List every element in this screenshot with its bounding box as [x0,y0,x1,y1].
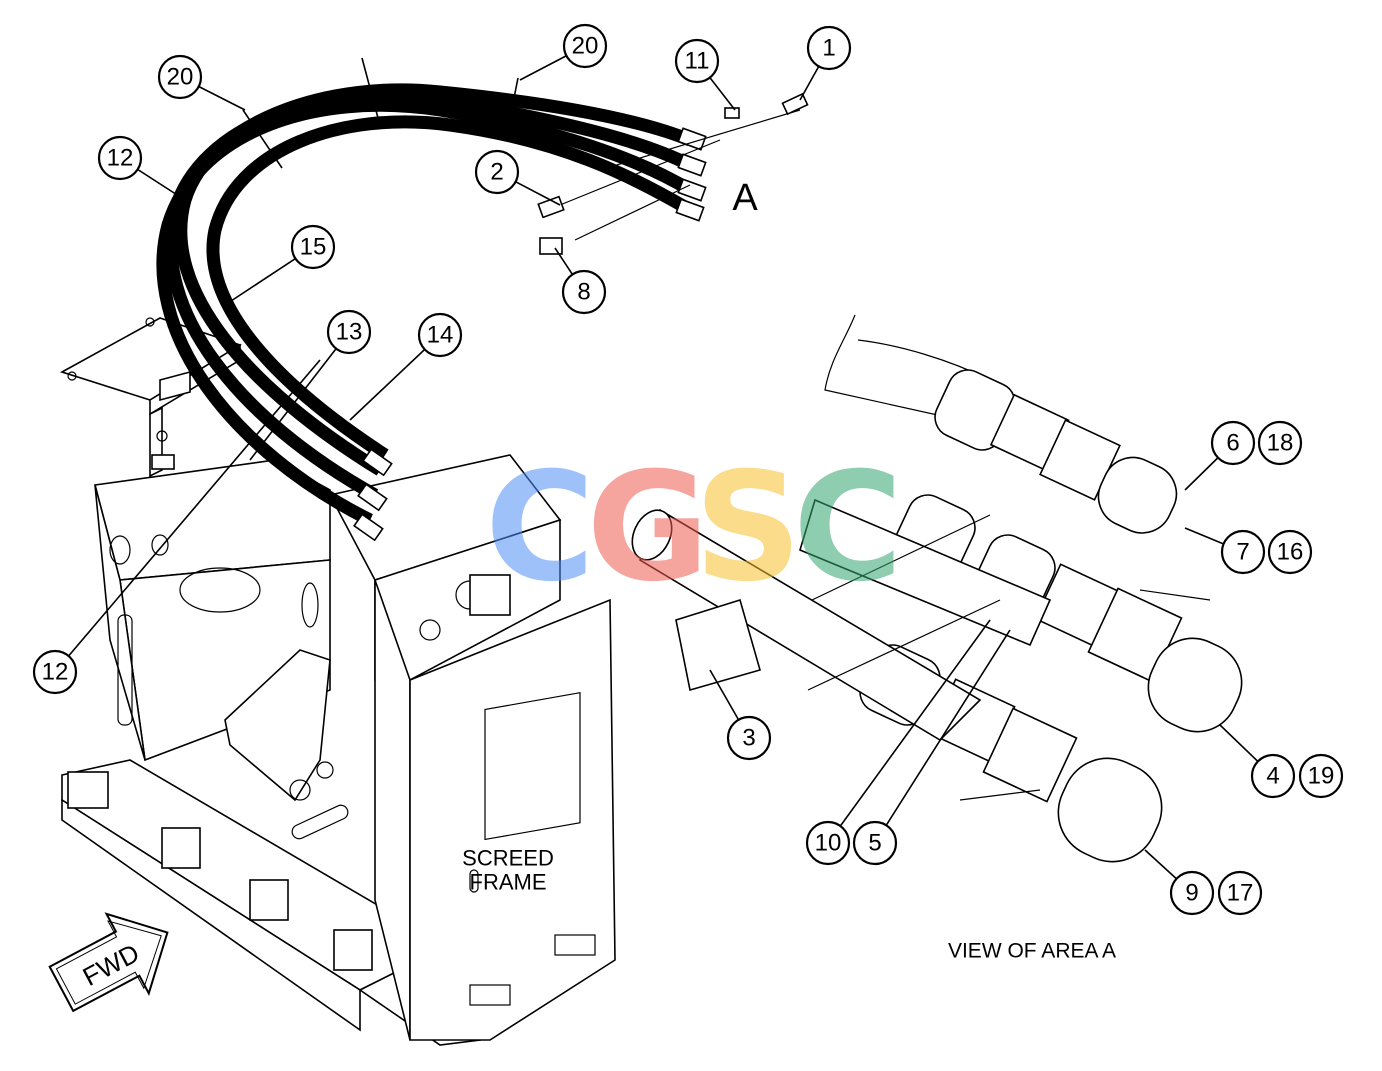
callout-9-number: 9 [1185,880,1198,907]
watermark-letter-c2: C [793,441,903,615]
callout-4-number: 4 [1266,763,1279,790]
callout-17: 17 [1217,870,1263,916]
callout-15: 15 [290,224,336,270]
callout-7: 7 [1220,529,1266,575]
callout-4: 4 [1250,753,1296,799]
callout-8: 8 [561,269,607,315]
callout-19-number: 19 [1308,763,1335,790]
callout-1-number: 1 [822,35,835,62]
watermark-letter-g: G [586,441,709,615]
callout-1: 1 [806,25,852,71]
callout-3: 3 [726,715,772,761]
callout-7-number: 7 [1236,539,1249,566]
callout-15-number: 15 [300,234,327,261]
callout-19: 19 [1298,753,1344,799]
callout-5-number: 5 [868,830,881,857]
fwd-arrow-icon: FWD [48,912,169,1013]
callout-10: 10 [805,820,851,866]
callout-20-left-number: 20 [167,64,194,91]
callout-18-number: 18 [1267,430,1294,457]
cgsc-watermark: C G S C [485,441,903,615]
callout-12-upper-number: 12 [107,145,134,172]
callout-20-right-number: 20 [572,33,599,60]
screed-frame-label-line1: SCREED [462,846,554,871]
screed-frame-drawing [59,317,616,1046]
callout-13-number: 13 [336,319,363,346]
callout-14: 14 [417,312,463,358]
callout-5: 5 [852,820,898,866]
callout-2: 2 [474,149,520,195]
callout-14-number: 14 [427,322,454,349]
callout-13: 13 [326,309,372,355]
callout-12-lower: 12 [32,649,78,695]
callout-20-right: 20 [562,23,608,69]
callout-10-number: 10 [815,830,842,857]
callout-11: 11 [674,38,720,84]
callout-16-number: 16 [1277,539,1304,566]
hose-bundle-drawing [156,57,809,542]
area-a-detail-drawing [631,314,1243,863]
callout-12-lower-number: 12 [42,659,69,686]
area-a-marker: A [732,177,758,219]
screed-frame-label-line2: FRAME [470,870,547,895]
callout-12-upper: 12 [97,135,143,181]
callout-16: 16 [1267,529,1313,575]
callout-20-left: 20 [157,54,203,100]
callout-17-number: 17 [1227,880,1254,907]
callout-9: 9 [1169,870,1215,916]
callout-11-number: 11 [685,48,710,75]
watermark-letter-s: S [694,441,802,615]
callout-3-number: 3 [742,725,755,752]
callout-8-number: 8 [577,279,590,306]
callout-6: 6 [1210,420,1256,466]
callout-18: 18 [1257,420,1303,466]
view-of-area-a-caption: VIEW OF AREA A [948,940,1116,963]
watermark-letter-c1: C [485,441,595,615]
callout-2-number: 2 [490,159,503,186]
callout-6-number: 6 [1226,430,1239,457]
